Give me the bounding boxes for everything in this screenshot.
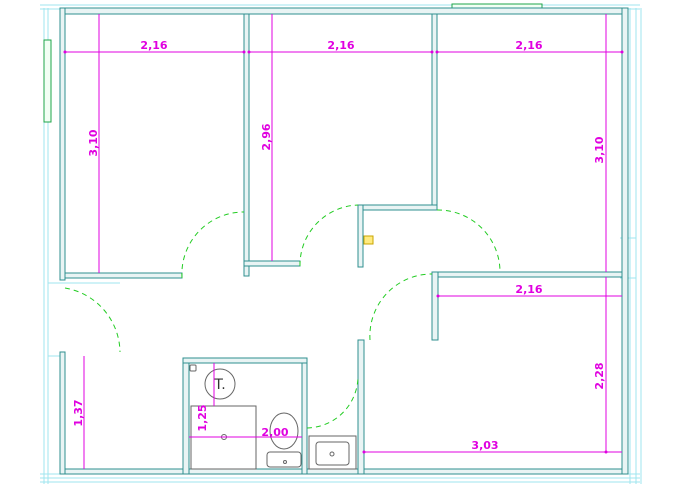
room4-west-wall bbox=[431, 271, 439, 341]
dim-room4-width: 2,16 bbox=[515, 283, 542, 296]
north-wall bbox=[59, 7, 629, 15]
bath-west-wall bbox=[182, 357, 190, 475]
south-wall bbox=[59, 468, 629, 475]
dim-room4-bottom-width: 3,03 bbox=[471, 439, 498, 452]
room2-room3-partition bbox=[431, 13, 438, 211]
west-wall-upper bbox=[59, 7, 66, 281]
bath-north-wall bbox=[182, 357, 308, 364]
door-room3-swing bbox=[436, 209, 501, 273]
dim-bath-height: 1,25 bbox=[196, 404, 209, 431]
door-room1-swing bbox=[181, 211, 245, 279]
door-room2-swing bbox=[299, 204, 359, 267]
basin-drain bbox=[329, 451, 335, 457]
room2-jamb-column bbox=[357, 204, 364, 268]
guide-lines bbox=[40, 4, 642, 484]
wall-fixture-mark bbox=[363, 235, 374, 245]
doors bbox=[64, 204, 501, 429]
dim-room4-height: 2,28 bbox=[593, 362, 606, 389]
toilet-bowl bbox=[269, 412, 299, 450]
dimension-ticks bbox=[63, 50, 624, 454]
dim-room3-width: 2,16 bbox=[515, 39, 542, 52]
room4-lower-west-wall bbox=[357, 339, 365, 475]
west-wall-lower bbox=[59, 351, 66, 475]
dim-room1-width: 2,16 bbox=[140, 39, 167, 52]
bath-tag: T. bbox=[213, 377, 225, 393]
door-entry-swing bbox=[64, 287, 121, 353]
dim-room1-height: 3,10 bbox=[87, 129, 100, 156]
dim-room2-width: 2,16 bbox=[327, 39, 354, 52]
windows bbox=[43, 3, 543, 123]
door-room4-swing bbox=[369, 273, 433, 341]
toilet-outlet bbox=[283, 460, 287, 464]
dim-room3-height: 3,10 bbox=[593, 136, 606, 163]
room1-room2-partition bbox=[243, 13, 250, 277]
east-wall bbox=[621, 7, 629, 475]
toilet-tank bbox=[266, 451, 302, 468]
room1-wall-stub bbox=[243, 260, 301, 267]
room1-bottom-wall bbox=[64, 272, 183, 279]
walls bbox=[59, 7, 629, 475]
window-west bbox=[43, 39, 52, 123]
dim-bath-width: 2,00 bbox=[261, 426, 288, 439]
dimension-lines bbox=[65, 14, 622, 469]
dim-room2-height: 2,96 bbox=[260, 123, 273, 150]
door-bath-swing bbox=[306, 375, 359, 429]
floor-drain bbox=[189, 364, 197, 372]
room2-door-jamb bbox=[357, 204, 438, 211]
dim-corridor-height: 1,37 bbox=[72, 399, 85, 426]
room3-bottom-wall bbox=[431, 271, 623, 278]
bath-east-wall bbox=[301, 361, 308, 475]
bath-tag-circle bbox=[204, 368, 236, 400]
